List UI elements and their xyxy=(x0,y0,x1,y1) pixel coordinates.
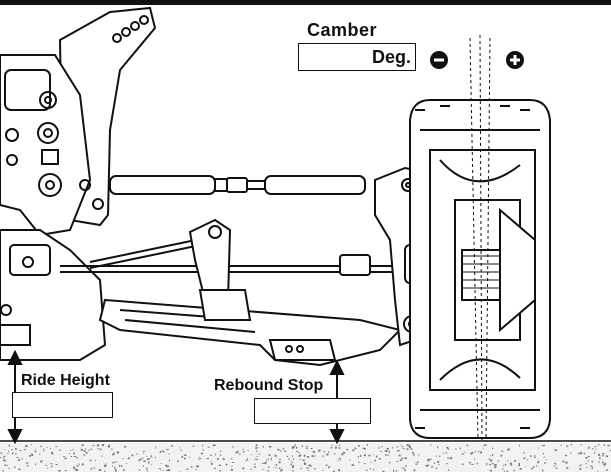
top-border xyxy=(0,0,611,5)
camber-link xyxy=(109,175,366,195)
chassis-assembly xyxy=(0,6,157,361)
steering-rod xyxy=(60,218,400,301)
lower-arm xyxy=(98,289,402,367)
deg-label: Deg. xyxy=(371,47,411,67)
rebound-stop-value-box[interactable] xyxy=(254,398,371,424)
camber-label: Camber xyxy=(307,20,378,40)
wheel xyxy=(409,99,551,439)
ground xyxy=(0,440,611,472)
camber-positive-icon xyxy=(506,51,524,69)
rebound-stop-label: Rebound Stop xyxy=(214,377,324,394)
ride-height-label: Ride Height xyxy=(21,372,110,389)
camber-negative-icon xyxy=(430,51,448,69)
camber-reference-lines xyxy=(469,34,491,441)
ride-height-value-box[interactable] xyxy=(12,392,113,418)
camber-value-box[interactable]: Deg. xyxy=(298,43,416,71)
